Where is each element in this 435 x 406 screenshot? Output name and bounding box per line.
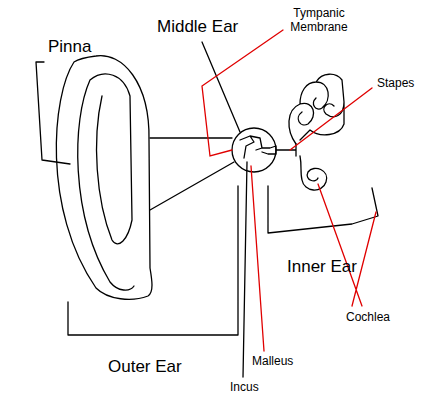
part-label: Inner Ear — [287, 257, 357, 277]
malleus-leader — [251, 166, 264, 351]
part-label: Tympanic Membrane — [286, 7, 352, 35]
incus-leader — [243, 162, 247, 377]
part-label: Stapes — [377, 77, 414, 91]
ossicles — [240, 136, 276, 158]
outer-ear-bracket — [68, 186, 238, 335]
part-label: Incus — [230, 381, 259, 395]
part-label: Cochlea — [346, 311, 390, 325]
cochlea-spiral — [300, 156, 327, 190]
middle-ear-circle — [232, 128, 276, 172]
oval-window — [276, 144, 296, 156]
middle-ear-leader — [202, 42, 240, 132]
part-label: Middle Ear — [157, 17, 238, 37]
pinna-leader — [36, 62, 70, 164]
ear-canal — [150, 138, 234, 210]
part-label: Pinna — [48, 37, 91, 57]
part-label: Malleus — [252, 355, 293, 369]
part-label: Outer Ear — [108, 357, 182, 377]
tympanic-membrane-leader — [202, 30, 283, 156]
stapes-leader — [290, 88, 372, 150]
pinna-outline — [56, 56, 152, 300]
semicircular-canals — [289, 74, 344, 144]
inner-ear-bracket — [268, 186, 378, 233]
pinna-inner-fold — [78, 74, 134, 290]
cochlea-leader — [318, 184, 376, 306]
